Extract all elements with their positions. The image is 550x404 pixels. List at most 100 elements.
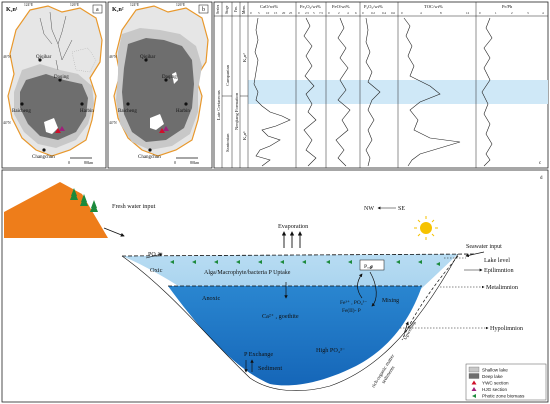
- tick: 4: [347, 11, 349, 15]
- sediment-label: Sediment: [258, 365, 282, 372]
- city-changchun: Changchun: [32, 155, 55, 160]
- panel-b-title: K₂n²: [112, 7, 124, 13]
- col-toc-label: TOC/wt%: [424, 4, 443, 9]
- city-baicheng-b: Baicheng: [118, 109, 137, 114]
- lake-deep: [168, 286, 422, 386]
- header-mem: Mem.: [242, 5, 246, 14]
- header-stage: Stage: [225, 5, 229, 14]
- tick: 7.5: [319, 11, 323, 15]
- porg-label: Pₒᵣ𝓰: [364, 264, 374, 270]
- tick: 4: [542, 11, 544, 15]
- tick: 0: [479, 11, 481, 15]
- cao-curve: [253, 17, 291, 167]
- panel-a-scale-80: 80km: [84, 160, 94, 165]
- panel-b-lon-left: 124°E: [130, 3, 140, 7]
- tick: 5: [313, 11, 315, 15]
- city-harbin: Harbin: [80, 109, 94, 114]
- mixing-label: Mixing: [382, 298, 399, 304]
- header-fm: Fm.: [234, 6, 238, 12]
- epilimnion-label: Epilimntion: [484, 267, 514, 274]
- nw-label: NW: [364, 206, 374, 212]
- panel-b-tag: b: [202, 7, 205, 13]
- lake-level-label: Lake level: [484, 257, 510, 264]
- panel-a-lon-right: 126°E: [70, 3, 80, 7]
- col-prph-label: Pr/Ph: [502, 4, 513, 9]
- tick: 2: [338, 11, 340, 15]
- tick: 0.4: [382, 11, 386, 15]
- stage-campanian: Campanian: [225, 64, 230, 86]
- panel-c-profiles: Series Stage Fm. Mem. Late Cretaceous Ca…: [213, 1, 549, 169]
- metalimnion-label: Metalimnion: [486, 284, 518, 291]
- tick: 10: [266, 11, 270, 15]
- trees: [70, 188, 98, 212]
- panel-a-map: K₂n¹ a 124°E 126°E 46°N 44°N Qiqihar Daq…: [1, 1, 107, 169]
- city-daqing-b: Daqing: [162, 75, 177, 80]
- panel-d-lake-model: d Fresh water input: [1, 169, 549, 403]
- fresh-water-label: Fresh water input: [112, 203, 156, 210]
- seawater-label: Seawater input: [466, 244, 502, 250]
- po4-input-label: PO₄³⁻: [148, 252, 163, 258]
- col-feo-label: FeO/wt%: [332, 4, 350, 9]
- prph-curve: [481, 17, 493, 167]
- legend-hjg-section: HJG section: [482, 387, 507, 392]
- panel-b-lat-top: 46°N: [109, 55, 117, 59]
- tick: 12: [466, 11, 470, 15]
- city-qiqihar: Qiqihar: [36, 55, 52, 60]
- legend-shallow-lake: Shallow lake: [482, 368, 508, 373]
- high-po4-label: High PO₄³⁻: [316, 347, 345, 354]
- panel-a-lat-top: 46°N: [3, 55, 11, 59]
- toc-curve: [403, 17, 461, 167]
- series-label: Late Cretaceous: [216, 90, 221, 120]
- legend: Shallow lake Deep lake YWC section HJG s…: [465, 363, 547, 401]
- city-qiqihar-b: Qiqihar: [140, 55, 156, 60]
- tick: 0: [298, 11, 300, 15]
- p-exchange-label: P Exchange: [244, 351, 273, 358]
- panel-a-lon-left: 124°E: [24, 3, 34, 7]
- stage-santonian: Santonian: [225, 133, 230, 152]
- col-fe2o3-label: Fe₂O₃/wt%: [300, 4, 321, 9]
- header-series: Series: [216, 4, 220, 14]
- panel-b-lat-bottom: 44°N: [109, 121, 117, 125]
- tick: 3: [527, 11, 529, 15]
- legend-deep-lake: Deep lake: [482, 374, 503, 379]
- tick: 2.5: [305, 11, 309, 15]
- p2o5-curve: [365, 17, 381, 167]
- tick: 0.6: [391, 11, 395, 15]
- se-label: SE: [398, 206, 405, 212]
- city-harbin-b: Harbin: [176, 109, 190, 114]
- hypolimnion-label: Hypolimnion: [490, 325, 523, 332]
- legend-ywc-section: YWC section: [482, 381, 509, 386]
- mountain: [4, 182, 108, 238]
- tick: 0: [362, 11, 364, 15]
- panel-a-title: K₂n¹: [6, 7, 18, 13]
- city-baicheng: Baicheng: [12, 109, 31, 114]
- oxic-label: Oxic: [150, 267, 163, 274]
- fe-species-label: Fe³⁺ , PO₄³⁻: [340, 300, 367, 306]
- panel-a-scale-0: 0: [68, 160, 70, 165]
- tick: 0: [328, 11, 330, 15]
- panel-b-scale-80: 80km: [190, 160, 200, 165]
- ca-goethite-label: Ca²⁺ , goethite: [262, 313, 299, 320]
- member-k2n2: K₂n²: [242, 53, 247, 62]
- panel-b-map: K₂n² b 124°E 126°E 46°N 44°N Qiqihar Daq…: [107, 1, 213, 169]
- city-daqing: Daqing: [54, 75, 69, 80]
- feo-curve: [335, 17, 351, 167]
- panel-c-tag: c: [539, 161, 542, 166]
- panel-b-scale-0: 0: [174, 160, 176, 165]
- panel-b-lon-right: 126°E: [176, 3, 186, 7]
- city-changchun-b: Changchun: [138, 155, 161, 160]
- biomass-markers: [170, 260, 440, 266]
- legend-photic-biomass: Photic zone biomass: [482, 394, 525, 399]
- evaporation-label: Evaporation: [278, 223, 308, 230]
- fe2o3-curve: [303, 17, 317, 167]
- col-cao-label: CaO/wt%: [260, 4, 278, 9]
- tick: 0: [250, 11, 252, 15]
- anoxic-label: Anoxic: [202, 295, 220, 302]
- col-p2o5-label: P₂O₅/wt%: [364, 4, 383, 9]
- formation-label: Nenjiang Formation: [234, 92, 239, 130]
- tick: 8: [440, 11, 442, 15]
- tick: 20: [282, 11, 286, 15]
- tick: 1: [495, 11, 497, 15]
